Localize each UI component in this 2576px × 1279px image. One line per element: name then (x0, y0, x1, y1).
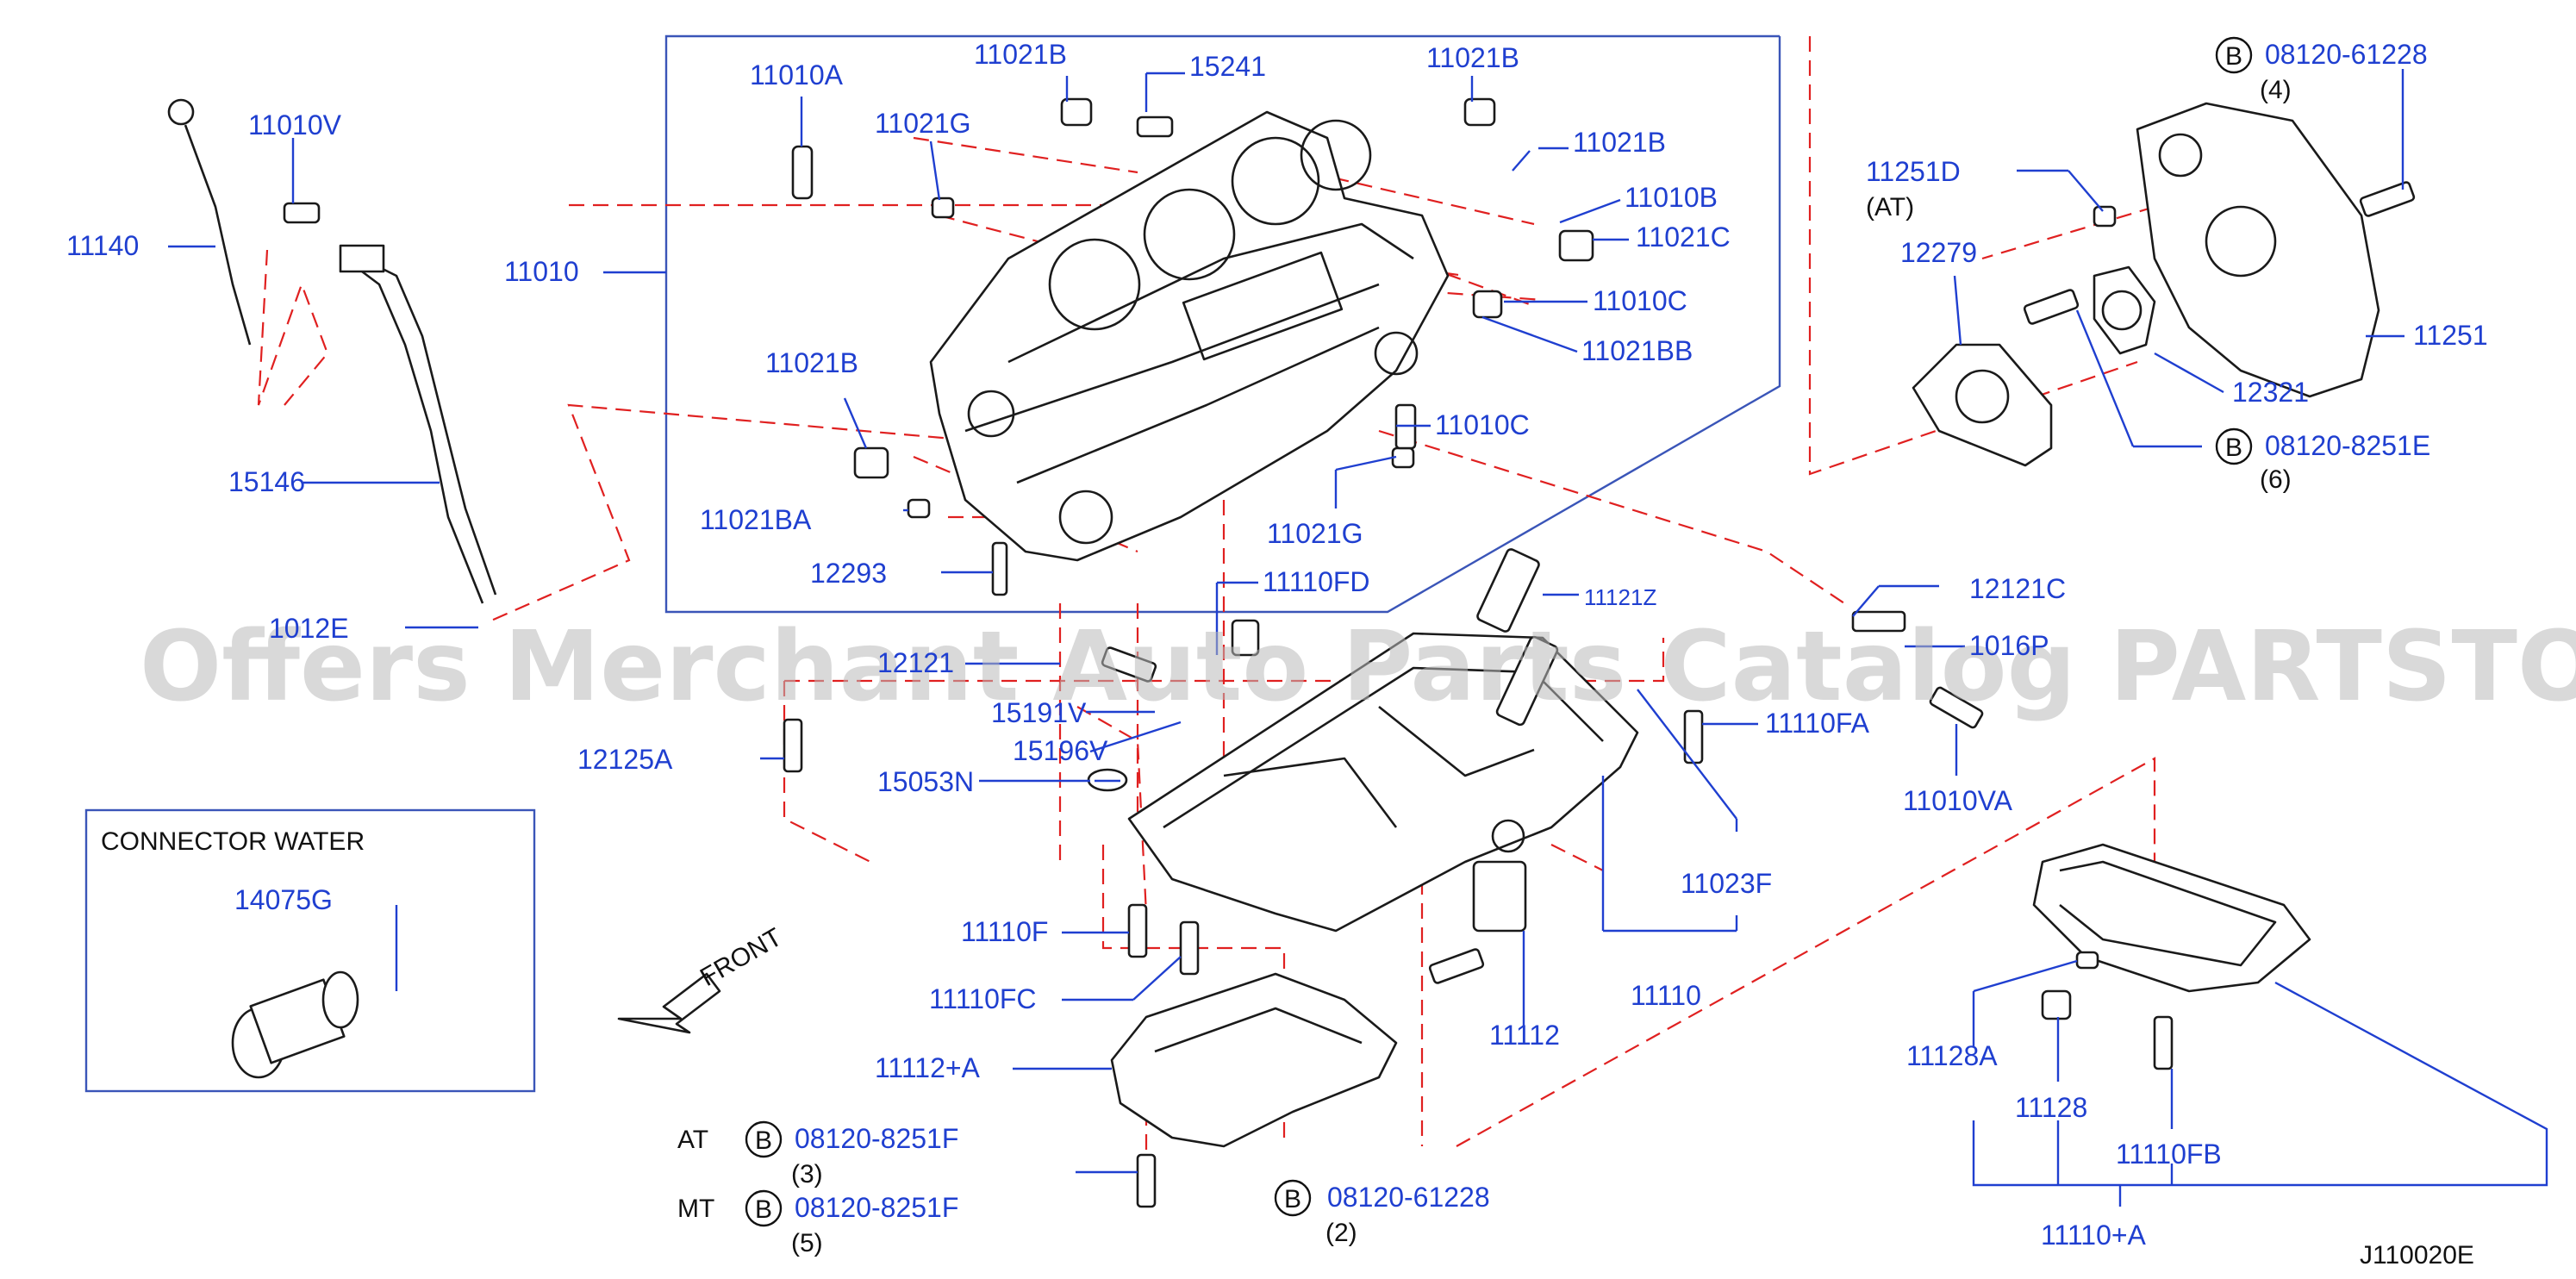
at-label: AT (677, 1126, 708, 1154)
part-label-08120-8251E[interactable]: 08120-8251E (2265, 430, 2430, 461)
part-label-15241[interactable]: 15241 (1189, 51, 1266, 82)
rear-oil-seal-retainer (1912, 343, 2053, 467)
bolt-symbol: B (2225, 42, 2242, 71)
gasket-12321 (2093, 265, 2156, 355)
part-label-12121[interactable]: 12121 (877, 647, 954, 678)
part-label-14075G[interactable]: 14075G (234, 884, 333, 915)
part-label-11021B[interactable]: 11021B (765, 347, 858, 378)
diagram-code: J110020E (2360, 1241, 2474, 1270)
part-label-12321[interactable]: 12321 (2232, 377, 2309, 408)
part-label-11112[interactable]: 11112 (1489, 1020, 1560, 1051)
quantity-5: (5) (791, 1229, 823, 1257)
part-label-11021B[interactable]: 11021B (974, 39, 1067, 70)
part-label-11110FA[interactable]: 11110FA (1765, 708, 1870, 739)
bolt-symbol: B (1284, 1185, 1301, 1213)
part-label-11140[interactable]: 11140 (66, 230, 139, 261)
bolt-symbol: B (2225, 434, 2242, 462)
leader-lines (168, 69, 2548, 1207)
part-label-11010VA[interactable]: 11010VA (1903, 785, 2013, 816)
part-label-15196V[interactable]: 15196V (1013, 735, 1108, 766)
part-label-12121C[interactable]: 12121C (1969, 573, 2066, 604)
part-label-08120-61228[interactable]: 08120-61228 (2265, 39, 2428, 70)
dipstick (167, 98, 252, 346)
part-label-11110F[interactable]: 11110F (961, 916, 1048, 947)
part-label-15191V[interactable]: 15191V (991, 697, 1087, 728)
part-label-11021B[interactable]: 11021B (1426, 42, 1519, 73)
quantity-4: (4) (2260, 76, 2292, 104)
connector-water-part (231, 970, 359, 1079)
part-label-11021C[interactable]: 11021C (1636, 221, 1731, 253)
watermark: Offers Merchant Auto Parts Catalog PARTS… (140, 611, 2576, 723)
baffle-plate (1110, 972, 1398, 1148)
quantity-3: (3) (791, 1160, 823, 1189)
part-label-11021B[interactable]: 11021B (1573, 127, 1666, 158)
front-arrow-icon (617, 972, 721, 1034)
part-label-12293[interactable]: 12293 (810, 558, 887, 589)
part-label-08120-8251F[interactable]: 08120-8251F (795, 1192, 958, 1223)
front-label: FRONT (695, 923, 787, 992)
part-label-12279[interactable]: 12279 (1900, 237, 1977, 268)
part-label-11110FB[interactable]: 11110FB (2116, 1139, 2222, 1170)
mt-label: MT (677, 1195, 714, 1223)
part-label-11110FC[interactable]: 11110FC (929, 983, 1037, 1014)
part-label-11251D[interactable]: 11251D (1866, 156, 1961, 187)
part-label-11023F[interactable]: 11023F (1681, 868, 1772, 899)
oil-pan-lower (2032, 843, 2311, 993)
part-label-11121Z[interactable]: 11121Z (1584, 584, 1656, 610)
part-label-11010C[interactable]: 11010C (1593, 285, 1687, 316)
part-label-11110A[interactable]: 11110+A (2041, 1220, 2147, 1251)
part-label-1016P[interactable]: 1016P (1969, 630, 2049, 661)
part-label-11110[interactable]: 11110 (1631, 980, 1701, 1011)
part-label-11021G[interactable]: 11021G (875, 108, 971, 139)
part-label-1012E[interactable]: 1012E (269, 613, 349, 644)
part-label-12125A[interactable]: 12125A (577, 744, 673, 775)
part-label-11021G[interactable]: 11021G (1267, 518, 1363, 549)
rear-plate (2136, 102, 2380, 398)
connector-water-box (84, 808, 536, 1093)
bolt-symbol: B (755, 1195, 772, 1224)
part-label-08120-8251F[interactable]: 08120-8251F (795, 1123, 958, 1154)
part-label-11021BA[interactable]: 11021BA (700, 504, 812, 535)
quantity-2: (2) (1325, 1219, 1357, 1247)
part-label-11128A[interactable]: 11128A (1906, 1040, 1998, 1071)
part-labels: 11010A 11021B 15241 11021B 11010V 11021G… (66, 39, 2488, 1251)
bolt-symbol: B (755, 1126, 772, 1155)
fasteners (283, 97, 2416, 1208)
part-label-15146[interactable]: 15146 (228, 466, 305, 497)
part-label-11010A[interactable]: 11010A (750, 59, 844, 90)
at-note: (AT) (1866, 193, 1914, 221)
part-label-11010C[interactable]: 11010C (1435, 409, 1530, 440)
part-label-11112A[interactable]: 11112+A (875, 1052, 981, 1083)
part-label-11010V[interactable]: 11010V (248, 109, 342, 140)
part-label-11110FD[interactable]: 11110FD (1263, 566, 1370, 597)
part-label-11010[interactable]: 11010 (504, 256, 579, 287)
part-label-11021BB[interactable]: 11021BB (1581, 335, 1693, 366)
connector-box-title: CONNECTOR WATER (101, 827, 365, 856)
part-label-08120-61228[interactable]: 08120-61228 (1327, 1182, 1490, 1213)
dipstick-guide (339, 244, 497, 604)
part-label-15053N[interactable]: 15053N (877, 766, 974, 797)
part-label-11128[interactable]: 11128 (2015, 1092, 2087, 1123)
cylinder-block (929, 110, 1450, 562)
cylinder-block-frame (664, 34, 1781, 614)
part-label-11010B[interactable]: 11010B (1625, 182, 1718, 213)
part-label-11251[interactable]: 11251 (2413, 320, 2488, 351)
quantity-6: (6) (2260, 465, 2292, 494)
bolt-refs: B 08120-61228 (4) B 08120-8251E (6) AT B… (677, 36, 2430, 1257)
